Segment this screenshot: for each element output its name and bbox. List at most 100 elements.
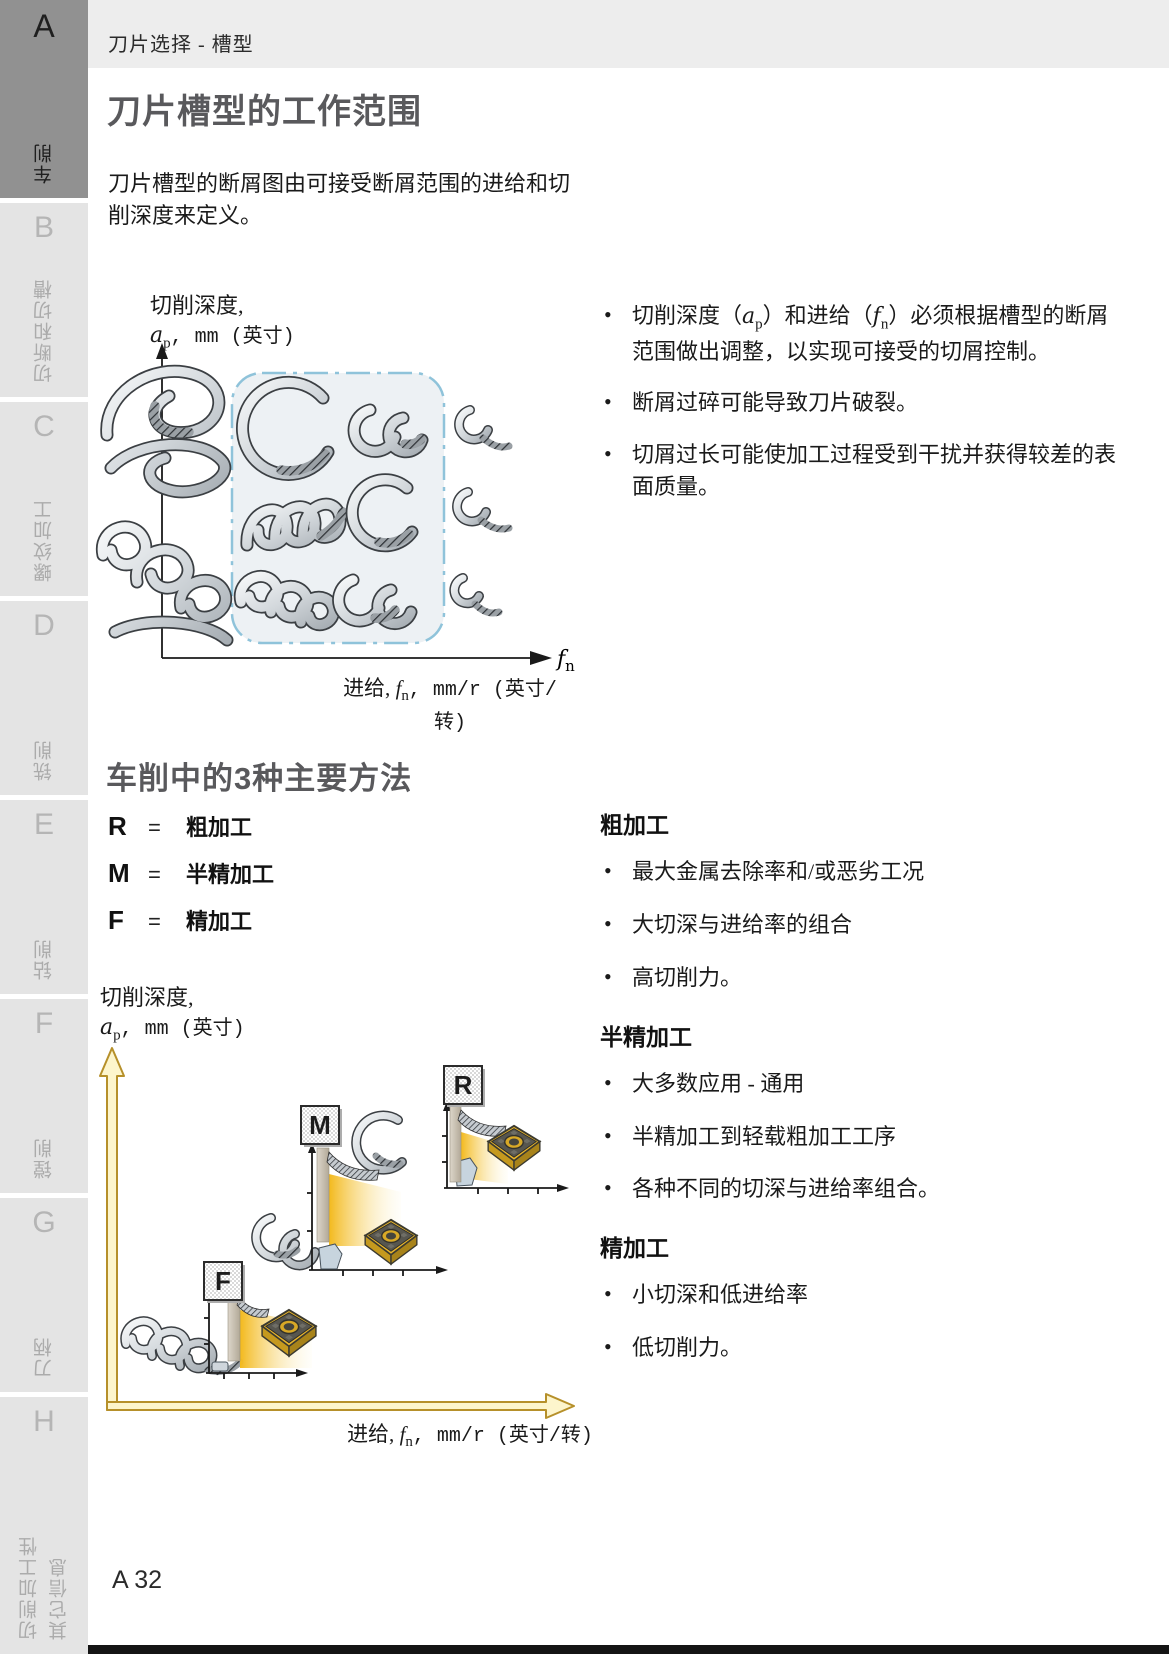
- breadcrumb: 刀片选择 - 槽型: [108, 34, 254, 56]
- intro-paragraph: 刀片槽型的断屑图由可接受断屑范围的进给和切削深度来定义。: [108, 171, 571, 228]
- tab-label: 钻削: [33, 938, 55, 980]
- group-heading-medium: 半精加工: [600, 1023, 692, 1050]
- chip-c-medium: [345, 473, 419, 553]
- equals-sign: =: [148, 862, 161, 887]
- tangled-chips: [96, 520, 234, 647]
- tab-letter: F: [34, 1007, 54, 1040]
- sidebar-item-tool-holding: G 刀柄: [0, 1198, 88, 1392]
- chip-icon: [251, 1213, 320, 1271]
- tab-label: 切断和切槽: [33, 278, 55, 383]
- badge-f: F: [203, 1261, 245, 1303]
- legend-code: F: [108, 905, 124, 935]
- svg-text:R: R: [454, 1070, 473, 1100]
- group-heading-roughing: 粗加工: [600, 812, 669, 838]
- sidebar-item-drilling: E 钻削: [0, 800, 88, 994]
- bullet-item: 切削深度（ap）和进给（fn）必须根据槽型的断屑范围做出调整，以实现可接受的切屑…: [600, 299, 1125, 368]
- group-bullets: 小切深和低进给率 低切削力。: [600, 1278, 1140, 1364]
- bottom-edge-bar: [88, 1645, 1169, 1654]
- d1-y-axis-label: 切削深度, ap, mm (英寸): [150, 293, 295, 351]
- legend-row-medium: M = 半精加工: [108, 857, 274, 889]
- d2-y-axis-label: 切削深度, ap, mm (英寸): [100, 985, 245, 1043]
- sidebar-item-threading: C 螺纹加工: [0, 402, 88, 596]
- bullet-item: 最大金属去除率和/或恶劣工况: [600, 855, 1140, 888]
- tab-letter: H: [33, 1405, 55, 1438]
- chip-icon: [351, 1110, 407, 1175]
- roughing-mini-diagram: R: [351, 1065, 569, 1194]
- chip-control-bullet-list: 切削深度（ap）和进给（fn）必须根据槽型的断屑范围做出调整，以实现可接受的切屑…: [600, 299, 1125, 523]
- tab-letter: B: [33, 211, 54, 244]
- group-bullets: 大多数应用 - 通用 半精加工到轻载粗加工工序 各种不同的切深与进给率组合。: [600, 1067, 1140, 1206]
- bullet-item: 大多数应用 - 通用: [600, 1067, 1140, 1100]
- bullet-item: 断屑过碎可能导致刀片破裂。: [600, 386, 1125, 420]
- method-legend: R = 粗加工 M = 半精加工 F = 精加工: [108, 810, 274, 951]
- group-bullets: 最大金属去除率和/或恶劣工况 大切深与进给率的组合 高切削力。: [600, 855, 1140, 994]
- legend-row-roughing: R = 粗加工: [108, 810, 274, 842]
- chip-icon: [120, 1316, 244, 1376]
- bullet-item: 半精加工到轻载粗加工工序: [600, 1120, 1140, 1153]
- short-chips-1: [454, 405, 513, 451]
- sidebar-item-boring: F 镗削: [0, 999, 88, 1193]
- chip-curl-pair-1: [347, 403, 429, 459]
- chip-curl-pair-2: [332, 573, 418, 631]
- bullet-item: 各种不同的切深与进给率组合。: [600, 1172, 1140, 1205]
- medium-mini-diagram: M: [251, 1105, 448, 1276]
- chip-helix: [240, 497, 348, 552]
- tab-letter: D: [33, 609, 55, 642]
- tab-label: 螺纹加工: [33, 498, 55, 582]
- methods-diagram-axes: [99, 1047, 575, 1419]
- method-descriptions: 粗加工 最大金属去除率和/或恶劣工况 大切深与进给率的组合 高切削力。 半精加工…: [600, 806, 1140, 1385]
- sidebar-item-milling: D 铣削: [0, 601, 88, 795]
- legend-row-finishing: F = 精加工: [108, 904, 274, 936]
- legend-label: 精加工: [186, 909, 253, 934]
- insert-silhouette: [318, 1243, 343, 1270]
- legend-code: M: [108, 858, 130, 888]
- section-tab-bar: A 车削 B 切断和切槽 C 螺纹加工 D 铣削 E 钻削 F 镗削 G 刀柄 …: [0, 0, 88, 1654]
- section2-title: 车削中的3种主要方法: [106, 761, 413, 796]
- long-ribbon-chips: [100, 364, 232, 499]
- svg-text:F: F: [215, 1266, 231, 1296]
- tab-label-2: 其它信息: [48, 1556, 70, 1640]
- svg-text:M: M: [309, 1110, 331, 1140]
- insert-silhouette: [211, 1361, 229, 1372]
- bullet-item: 低切削力。: [600, 1331, 1140, 1364]
- group-heading-finishing: 精加工: [600, 1235, 669, 1262]
- tab-label: 刀柄: [33, 1336, 55, 1378]
- x-axis-gold-arrow: [106, 1393, 575, 1419]
- chip-flow: [326, 1151, 380, 1181]
- tab-letter: G: [32, 1206, 56, 1239]
- legend-code: R: [108, 811, 127, 841]
- header-strip: 刀片选择 - 槽型: [88, 0, 1169, 68]
- sidebar-item-turning: A 车削: [0, 0, 88, 198]
- tab-label: 切削加工性: [18, 1535, 40, 1640]
- tab-label: 镗削: [33, 1137, 55, 1179]
- chip-flow: [236, 1297, 270, 1318]
- bullet-item: 切屑过长可能使加工过程受到干扰并获得较差的表面质量。: [600, 438, 1125, 504]
- bullet-item: 小切深和低进给率: [600, 1278, 1140, 1311]
- workpiece-bar: [316, 1147, 330, 1243]
- sidebar-item-machinability-other: H 切削加工性 其它信息: [0, 1397, 88, 1654]
- equals-sign: =: [148, 909, 161, 934]
- chip-c-large: [236, 375, 335, 481]
- equals-sign: =: [148, 815, 161, 840]
- tab-label: 铣削: [33, 739, 55, 781]
- short-chips-3: [449, 573, 503, 617]
- tab-letter: A: [33, 8, 55, 44]
- chipbreaking-diagram: fn: [96, 343, 575, 675]
- tab-letter: C: [33, 410, 55, 443]
- x-axis-symbol: fn: [555, 647, 575, 675]
- page-number: A 32: [112, 1566, 163, 1594]
- short-chips-2: [452, 487, 513, 533]
- d1-x-axis-label: 进给, fn, mm/r (英寸/转): [343, 676, 557, 736]
- d2-x-axis-label: 进给, fn, mm/r (英寸/转): [347, 1422, 593, 1451]
- bullet-item: 高切削力。: [600, 961, 1140, 994]
- tab-letter: E: [33, 808, 54, 841]
- y-axis-arrowhead: [156, 343, 168, 359]
- tab-label: 车削: [33, 142, 55, 184]
- legend-label: 粗加工: [186, 815, 253, 840]
- chip-triple-curl: [233, 570, 340, 632]
- bullet-item: 大切深与进给率的组合: [600, 908, 1140, 941]
- sidebar-item-parting-grooving: B 切断和切槽: [0, 203, 88, 397]
- badge-m: M: [300, 1105, 342, 1147]
- legend-label: 半精加工: [186, 862, 275, 887]
